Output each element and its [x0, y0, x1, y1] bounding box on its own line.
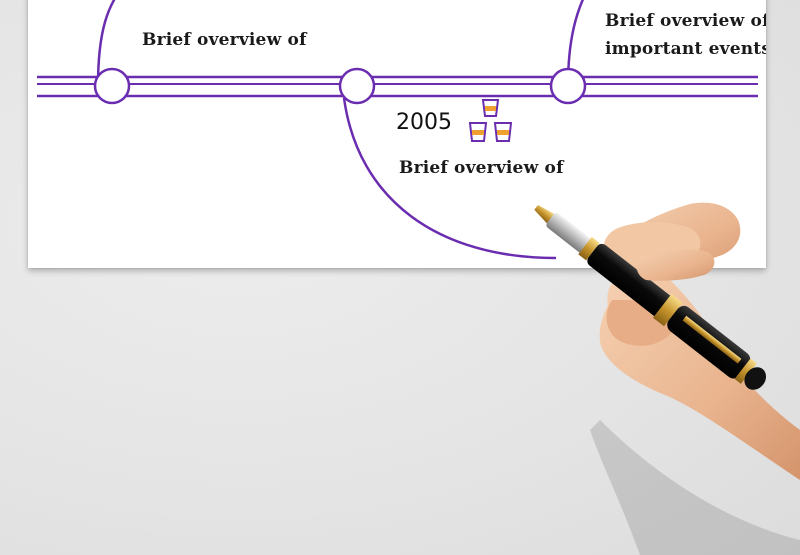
- event-2-line-1: Brief overview of: [399, 158, 564, 178]
- event-1-text: Brief overview of: [142, 26, 307, 54]
- event-3-text: Brief overview of important events: [605, 7, 766, 63]
- event-1-line-1: Brief overview of: [142, 30, 307, 50]
- arc-event-1: [96, 0, 116, 87]
- event-3-line-2: important events: [605, 39, 766, 59]
- event-2-year: 2005: [396, 110, 452, 135]
- timeline-sheet: Brief overview of 2005 Brief overview of…: [28, 0, 766, 268]
- arc-event-2: [342, 97, 557, 260]
- event-2-text: Brief overview of: [399, 154, 564, 182]
- event-3-line-1: Brief overview of: [605, 11, 766, 31]
- timeline-node-3: [549, 67, 587, 105]
- timeline-node-1: [93, 67, 131, 105]
- stacked-cups-icon: [468, 99, 513, 142]
- timeline-diagram: [37, 0, 758, 260]
- timeline-node-2: [338, 67, 376, 105]
